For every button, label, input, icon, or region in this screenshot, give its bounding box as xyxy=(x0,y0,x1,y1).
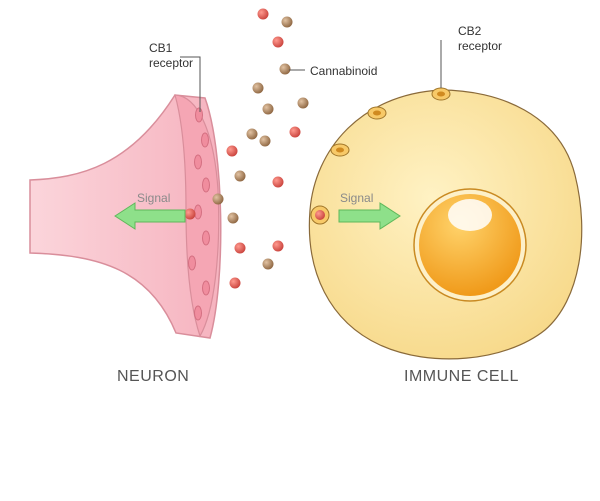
signal-label-left: Signal xyxy=(137,191,170,205)
leader-lines xyxy=(180,40,442,112)
nucleus xyxy=(413,188,527,302)
signal-arrow-right xyxy=(338,202,401,230)
cb1-label-line2: receptor xyxy=(149,56,193,70)
cb1-receptor-sites xyxy=(188,107,210,321)
signal-label-right: Signal xyxy=(340,191,373,205)
cannabinoid-label: Cannabinoid xyxy=(310,64,377,78)
cb2-label-line1: CB2 xyxy=(458,24,482,38)
immune-cell xyxy=(308,87,583,360)
signal-arrow-left xyxy=(114,202,186,230)
cannabinoid-molecules xyxy=(184,8,309,289)
cb2-label-line2: receptor xyxy=(458,39,502,53)
cb1-label-line1: CB1 xyxy=(149,41,173,55)
neuron-label: NEURON xyxy=(117,368,189,385)
cb2-receptor-sites xyxy=(310,87,451,225)
immune-cell-label: IMMUNE CELL xyxy=(404,368,519,385)
